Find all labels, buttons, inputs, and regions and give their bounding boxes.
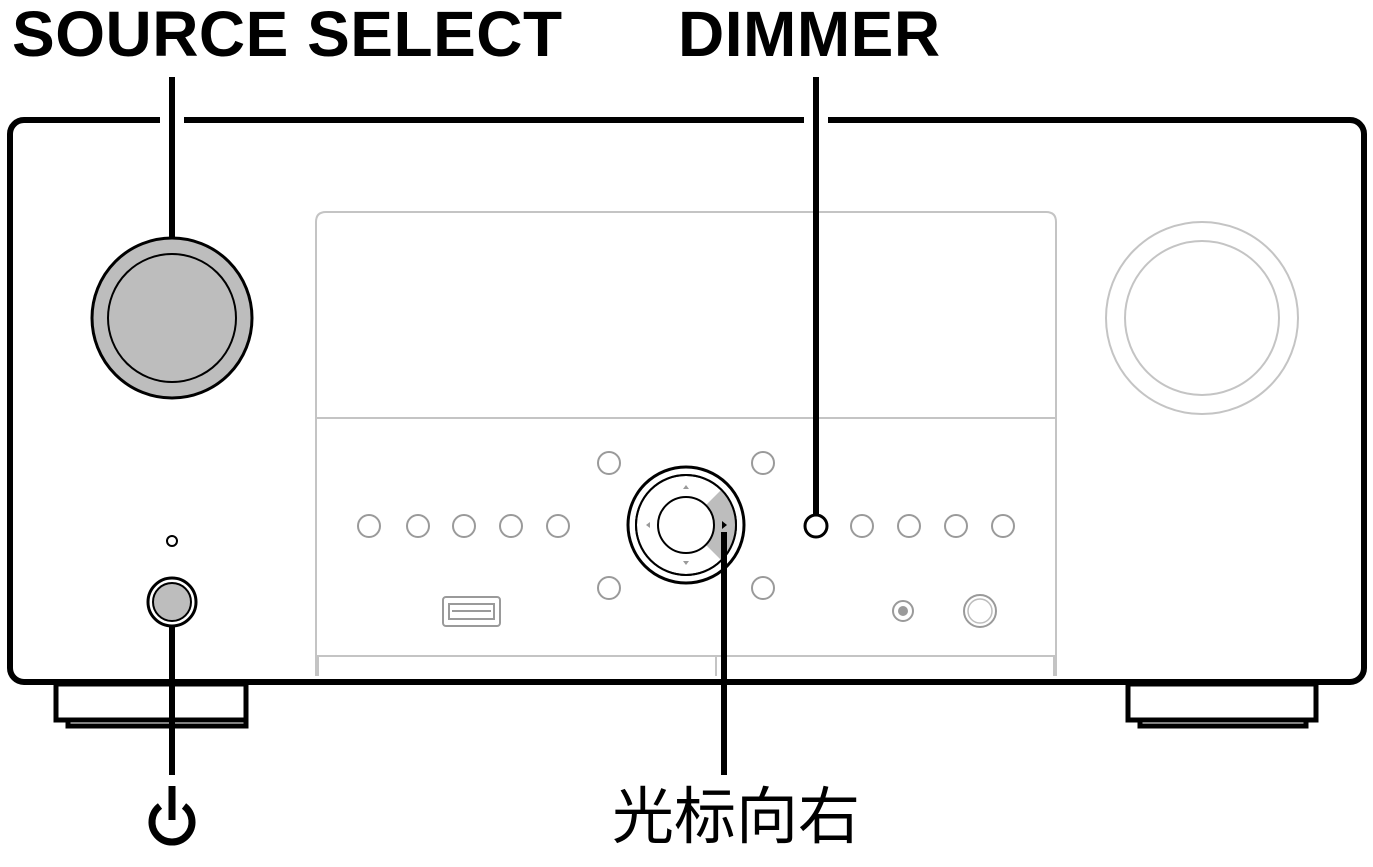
left-button-row (357, 514, 570, 538)
dimmer-label: DIMMER (678, 0, 941, 70)
panel-button (751, 451, 775, 475)
source-select-label: SOURCE SELECT (12, 0, 563, 70)
panel-button (406, 514, 430, 538)
cursor-right-arrow (722, 521, 727, 529)
panel-button (751, 576, 775, 600)
source-select-knob (90, 236, 254, 400)
panel-button (499, 514, 523, 538)
panel-button (991, 514, 1015, 538)
panel-button (597, 576, 621, 600)
power-icon (148, 786, 196, 846)
chassis-outline (7, 117, 1367, 685)
cursor-left-arrow (646, 522, 650, 528)
panel-button (357, 514, 381, 538)
cursor-down-arrow (683, 561, 689, 565)
cursor-enter-button (657, 496, 715, 554)
callout-lines (169, 77, 819, 775)
right-foot (1125, 681, 1319, 729)
cursor-right-segment (706, 489, 737, 561)
panel-button (850, 514, 874, 538)
cursor-right-label: 光标向右 (612, 780, 861, 853)
cursor-corner-buttons (597, 451, 775, 600)
panel-button (452, 514, 476, 538)
panel-button (944, 514, 968, 538)
front-jacks (892, 594, 997, 628)
usb-port (442, 596, 501, 627)
panel-button (546, 514, 570, 538)
volume-knob (1105, 221, 1299, 415)
panel-button (897, 514, 921, 538)
power-indicator-light (166, 535, 178, 547)
center-panel (315, 211, 1057, 676)
cursor-pad (626, 465, 746, 585)
cursor-up-arrow (683, 485, 689, 489)
right-button-row (850, 514, 1015, 538)
power-button (146, 576, 198, 628)
panel-button (597, 451, 621, 475)
left-foot (53, 681, 249, 729)
dimmer-button (803, 513, 829, 539)
